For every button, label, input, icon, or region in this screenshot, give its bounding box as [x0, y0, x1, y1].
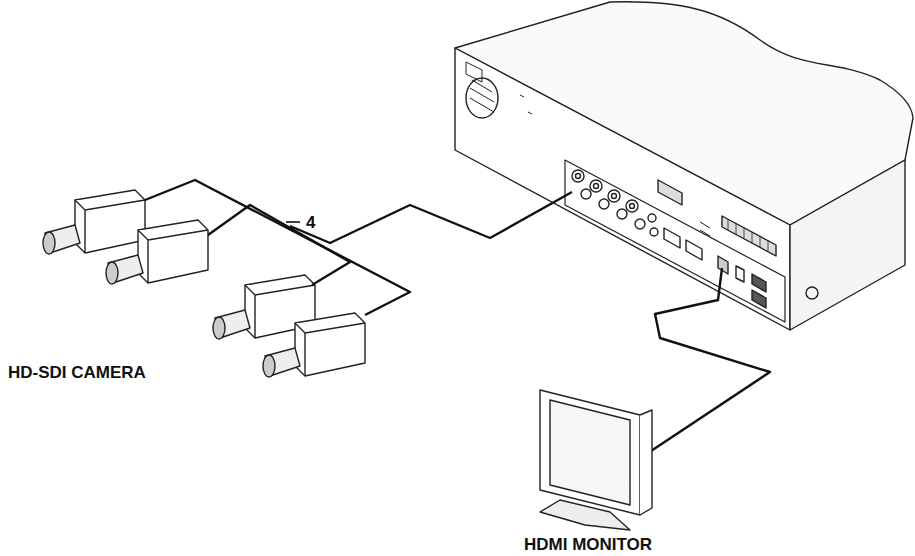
fan — [466, 78, 498, 118]
camera-label: HD-SDI CAMERA — [8, 364, 146, 381]
callout-number: 4 — [306, 214, 315, 231]
vga-port — [658, 180, 682, 205]
connector-strip — [565, 160, 785, 322]
port — [664, 228, 680, 248]
monitor-label: HDMI MONITOR — [524, 536, 652, 553]
side-hole — [806, 287, 818, 299]
dvr-rear-panel — [455, 48, 790, 330]
hdmi-cable — [645, 268, 770, 455]
lan-ports — [752, 274, 766, 308]
monitor — [540, 390, 652, 530]
bnc-inputs — [572, 170, 658, 236]
usb-port — [736, 266, 744, 282]
hdmi-port — [718, 256, 728, 274]
video-cables — [145, 180, 572, 315]
dvr-side — [790, 160, 905, 330]
cameras — [43, 190, 365, 377]
port — [686, 240, 702, 260]
terminal-block — [722, 216, 776, 256]
